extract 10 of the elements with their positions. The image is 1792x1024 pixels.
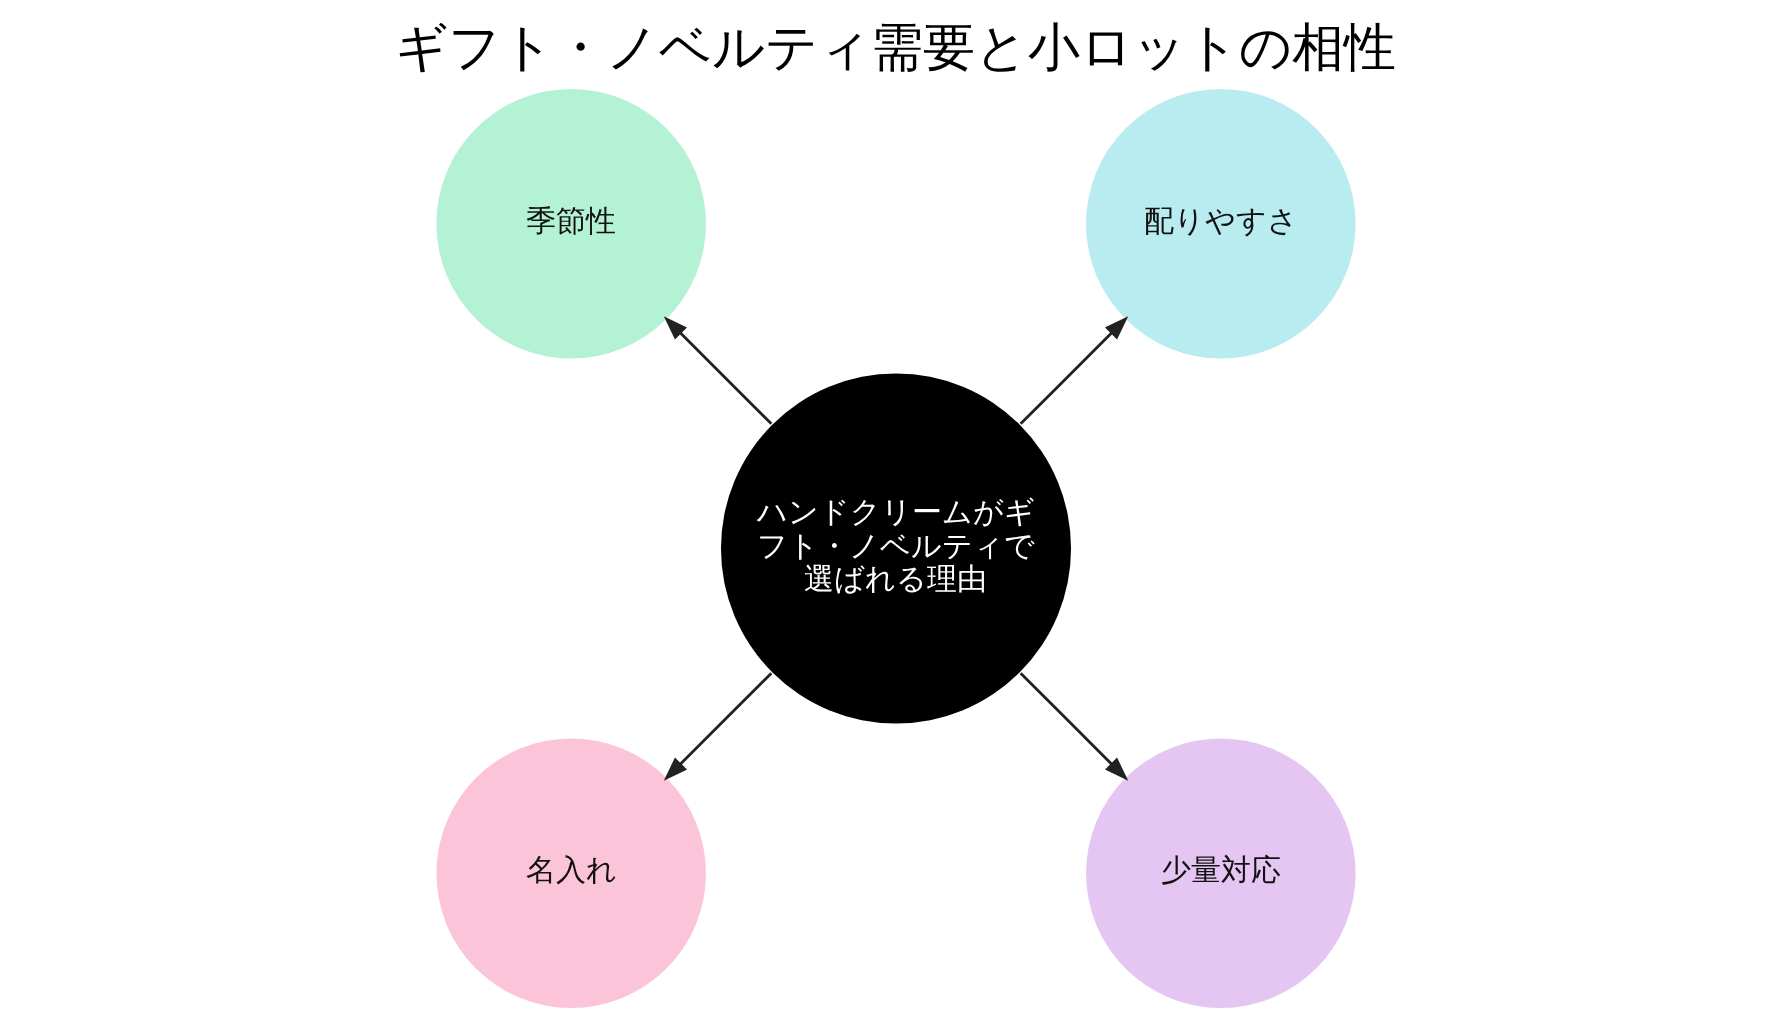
arrow xyxy=(1019,316,1129,425)
node-circle: 名入れ xyxy=(436,738,706,1009)
diagram-title: ギフト・ノベルティ需要と小ロットの相性 xyxy=(395,16,1397,78)
arrow xyxy=(663,672,773,781)
arrow xyxy=(663,316,773,425)
node-circle: 配りやすさ xyxy=(1086,88,1356,359)
arrow xyxy=(1019,672,1129,781)
node-circle: ハンドクリームがギフト・ノベルティで選ばれる理由 xyxy=(721,373,1071,724)
node-circle: 季節性 xyxy=(436,88,706,359)
node-circle: 少量対応 xyxy=(1086,738,1356,1009)
